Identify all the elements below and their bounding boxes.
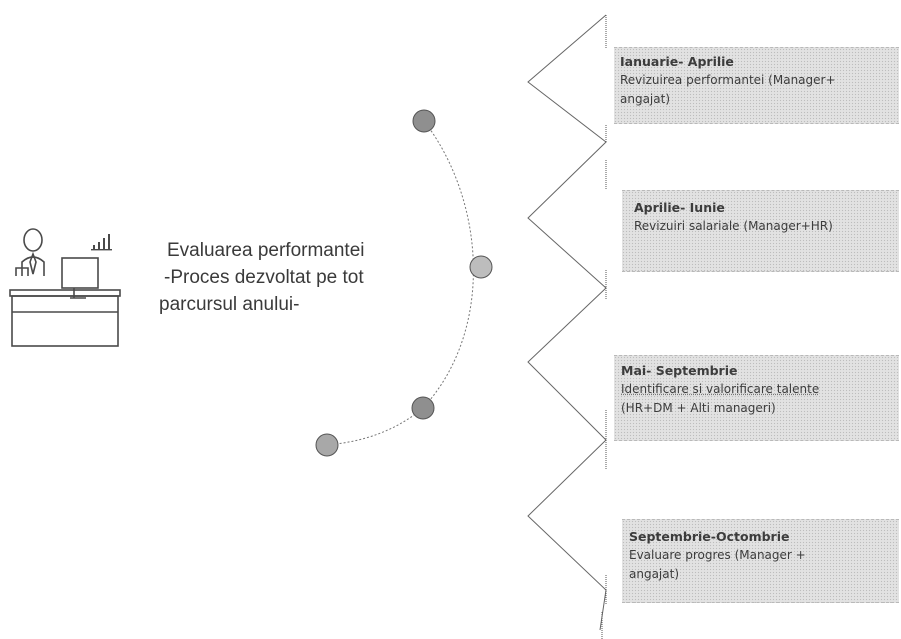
timeline-node [411, 396, 435, 420]
diagram-title-line-2: -Proces dezvoltat pe tot [164, 267, 364, 288]
phase-period: Aprilie- Iunie [634, 200, 725, 215]
chevron-connector [527, 14, 607, 631]
phase-description: Revizuiri salariale (Manager+HR) [634, 219, 833, 233]
employee-at-desk-icon [9, 228, 121, 347]
phase-period: Mai- Septembrie [621, 363, 738, 378]
phase-period: Ianuarie- Aprilie [620, 54, 734, 69]
phase-box-4: Septembrie-Octombrie Evaluare progres (M… [622, 519, 899, 603]
phase-description: angajat) [629, 567, 680, 581]
bar-chart-icon [91, 234, 112, 251]
timeline-node [469, 255, 493, 279]
timeline-arc [326, 120, 474, 446]
chevron-ticks [601, 15, 607, 639]
diagram-title-line-3: parcursul anului- [159, 294, 300, 315]
phase-description: Revizuirea performantei (Manager+ [620, 73, 836, 87]
diagram-title-line-1: Evaluarea performantei [167, 240, 365, 261]
timeline-node [315, 433, 339, 457]
phase-description: Identificare si valorificare talente [621, 382, 820, 396]
phase-description: Evaluare progres (Manager + [629, 548, 806, 562]
phase-box-1: Ianuarie- Aprilie Revizuirea performante… [614, 47, 899, 124]
phase-description: angajat) [620, 92, 671, 106]
timeline-node [412, 109, 436, 133]
phase-period: Septembrie-Octombrie [629, 529, 790, 544]
timeline-nodes [315, 109, 493, 457]
phase-box-3: Mai- Septembrie Identificare si valorifi… [614, 355, 899, 441]
phase-box-2: Aprilie- Iunie Revizuiri salariale (Mana… [622, 190, 899, 272]
phase-description: (HR+DM + Alti manageri) [621, 401, 776, 415]
